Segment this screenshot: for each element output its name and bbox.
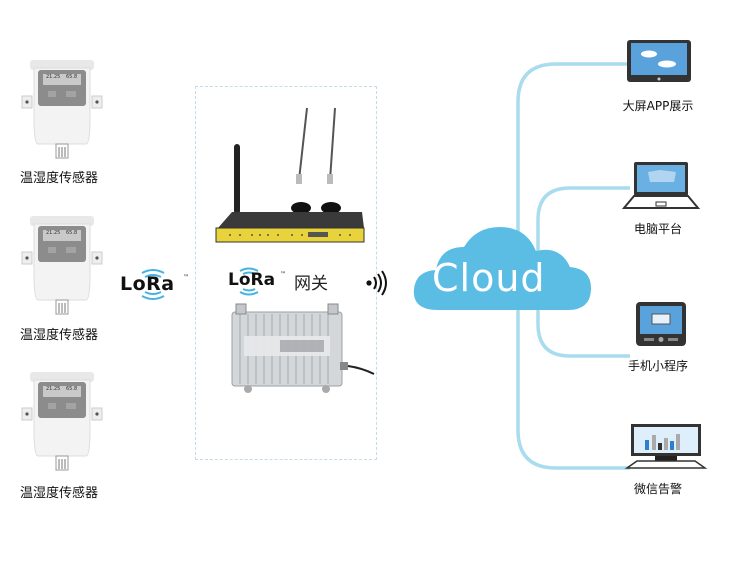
lora-link-tm: ™	[183, 274, 189, 281]
gateway-label: LoRa ™ 网关	[228, 266, 348, 296]
tablet-icon[interactable]	[625, 38, 695, 86]
gateway-lora-text: LoRa	[228, 270, 276, 290]
cloud-icon	[413, 227, 592, 310]
gateway-suffix: 网关	[294, 274, 328, 294]
gateway-lora-tm: ™	[280, 271, 286, 278]
sensor-display-temp: 21.25	[46, 230, 61, 236]
lora-waves-icon	[239, 267, 259, 296]
lora-router-icon	[215, 107, 365, 243]
gateway-box	[195, 86, 377, 460]
sensor-label-1: 温湿度传感器	[20, 171, 99, 186]
endpoint-label-2: 电脑平台	[633, 222, 682, 236]
humidity-sensor-icon	[21, 216, 103, 315]
sensor-display-humidity: 65.8	[66, 386, 78, 392]
sensor-display-humidity: 65.8	[66, 74, 78, 80]
outdoor-gateway-icon	[231, 303, 375, 393]
laptop-icon[interactable]	[620, 160, 702, 212]
cloud-label: Cloud	[432, 256, 546, 300]
sensor-label-2: 温湿度传感器	[20, 328, 99, 343]
phone-icon[interactable]	[632, 300, 690, 348]
sensor-label-3: 温湿度传感器	[20, 486, 99, 501]
endpoint-label-3: 手机小程序	[627, 359, 688, 373]
lora-link-logo: LoRa ™	[120, 268, 190, 300]
sensor-display-temp: 21.25	[46, 74, 61, 80]
lora-waves-icon	[141, 269, 165, 300]
sensor-display-humidity: 65.8	[66, 230, 78, 236]
lora-link-text: LoRa	[120, 273, 175, 295]
humidity-sensor-icon	[21, 60, 103, 159]
sensor-display-temp: 21.25	[46, 386, 61, 392]
endpoint-label-4: 微信告警	[633, 482, 682, 496]
monitor-icon[interactable]	[624, 422, 708, 470]
endpoint-label-1: 大屏APP展示	[622, 99, 694, 113]
humidity-sensor-icon	[21, 372, 103, 471]
wireless-signal-icon	[366, 270, 387, 296]
